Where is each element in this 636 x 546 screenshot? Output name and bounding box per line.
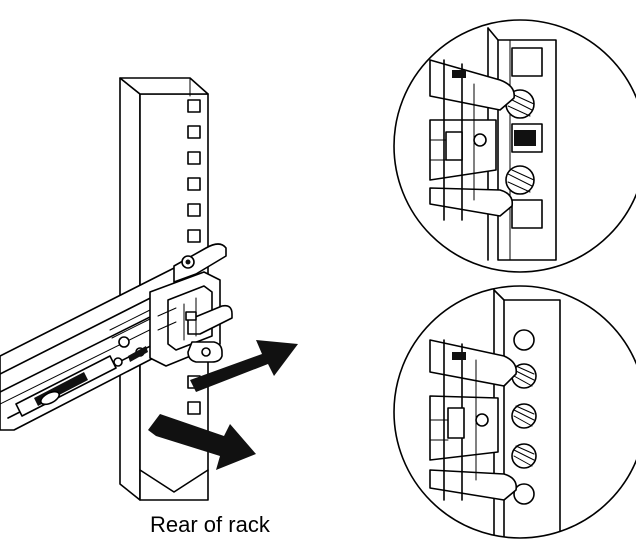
- arrow-right-icon: [148, 414, 256, 470]
- square-hole-rail-detail: [393, 19, 636, 273]
- arrow-right-icon: [190, 340, 298, 392]
- rack-post-holes: [187, 99, 201, 415]
- rail-bracket: [149, 243, 233, 367]
- round-hole-rail-detail: [393, 285, 636, 539]
- caption-rear-of-rack: Rear of rack: [150, 512, 270, 537]
